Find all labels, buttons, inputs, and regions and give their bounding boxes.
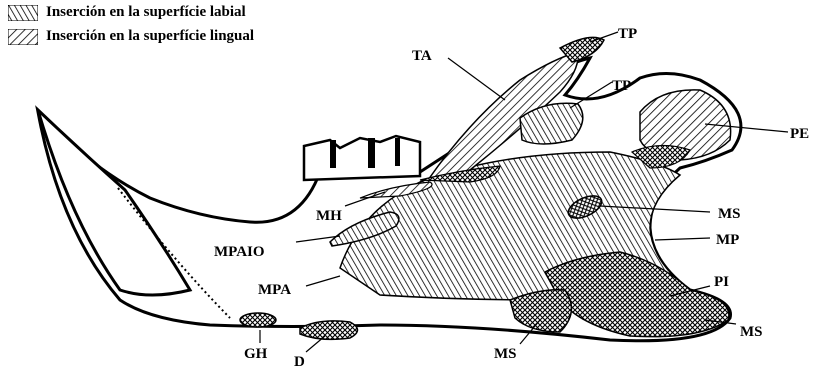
label-ta: TA [412, 48, 432, 64]
label-d: D [294, 354, 305, 370]
incisor [38, 110, 190, 295]
label-ms-mid: MS [718, 206, 741, 222]
label-gh: GH [244, 346, 268, 362]
label-pi: PI [714, 274, 729, 290]
label-ms-right: MS [740, 324, 763, 340]
molar-row [304, 136, 420, 180]
geniohyoid-region [240, 313, 276, 327]
label-ms-bottom: MS [494, 346, 517, 362]
label-mh: MH [316, 208, 342, 224]
label-mpaio: MPAIO [214, 244, 265, 260]
label-pe: PE [790, 126, 809, 142]
label-mp: MP [716, 232, 739, 248]
label-tp-mid: TP [612, 78, 631, 94]
label-tp-top: TP [618, 26, 637, 42]
label-mpa: MPA [258, 282, 291, 298]
